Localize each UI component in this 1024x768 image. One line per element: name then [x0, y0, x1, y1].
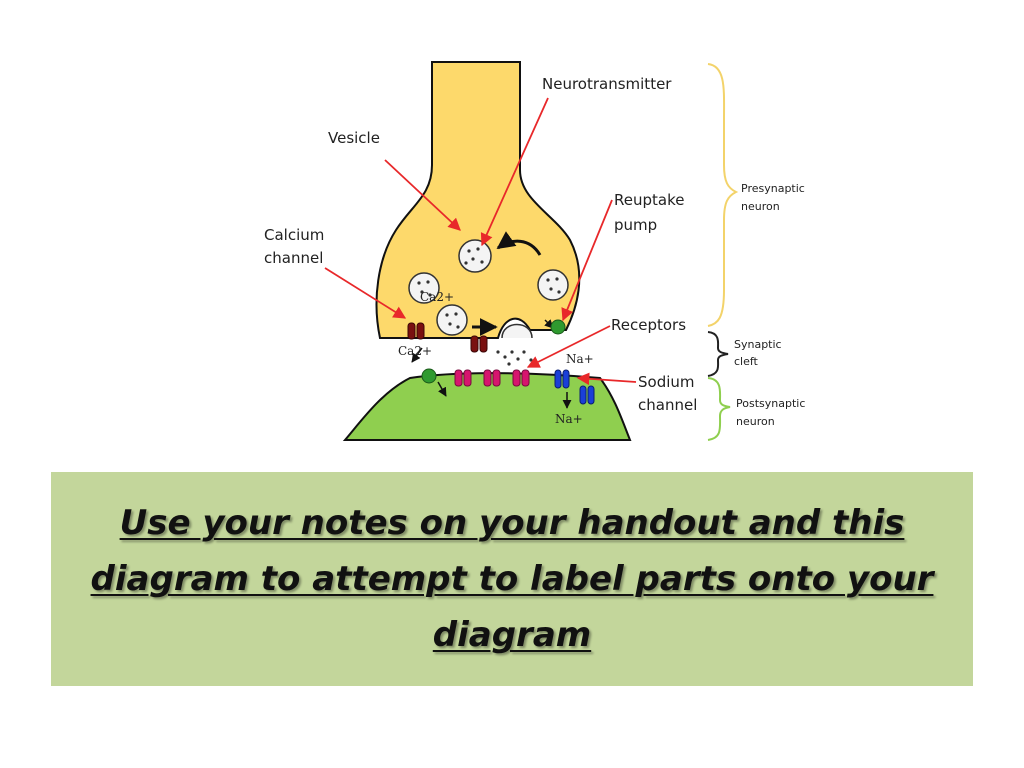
reuptake-pump — [550, 319, 566, 335]
presynaptic-label-line1: Presynaptic — [741, 182, 805, 195]
ion-flow-arrow — [437, 381, 447, 397]
sodium-ion-label: Na+ — [555, 412, 583, 426]
postsynaptic-label-line2: neuron — [736, 415, 775, 428]
neurotransmitter-label: Neurotransmitter — [542, 75, 672, 93]
vesicle — [408, 272, 440, 304]
reuptake-pump-pointer-arrow — [561, 199, 613, 322]
calcium-channel — [470, 335, 488, 353]
calcium-channel-pointer-arrow — [324, 267, 407, 319]
synapse-diagram: Ca2+ Ca2+ Na+ Na+ Neurotransmitter Vesic… — [264, 61, 805, 441]
sodium-channel-label-line2: channel — [638, 396, 697, 414]
instruction-box: Use your notes on your handout and this … — [51, 472, 973, 686]
synaptic-cleft-label-line2: cleft — [734, 355, 759, 368]
receptor — [483, 369, 501, 387]
instruction-text: Use your notes on your handout and this … — [90, 503, 934, 655]
presynaptic-terminal — [375, 61, 581, 339]
ion-flow-arrow — [411, 347, 423, 363]
receptor — [454, 369, 472, 387]
neurotransmitter-molecules — [496, 350, 533, 366]
sodium-ion-label: Na+ — [566, 352, 594, 366]
reuptake-pump-label-line1: Reuptake — [614, 191, 684, 209]
reuptake-pump-label-line2: pump — [614, 216, 657, 234]
sodium-channel — [554, 369, 570, 389]
vesicle-label: Vesicle — [328, 129, 380, 147]
postsynaptic-label-line1: Postsynaptic — [736, 397, 805, 410]
presynaptic-label-line2: neuron — [741, 200, 780, 213]
vesicle-recycle-arrow — [496, 231, 542, 256]
sodium-channel-pointer-arrow — [576, 372, 637, 386]
receptors-label: Receptors — [611, 316, 686, 334]
presynaptic-brace — [707, 63, 739, 327]
calcium-channel-label-line2: channel — [264, 249, 323, 267]
sodium-channel-label-line1: Sodium — [638, 373, 695, 391]
synaptic-cleft-brace — [707, 331, 729, 377]
calcium-channel — [407, 322, 425, 340]
vesicle-pointer-arrow — [384, 159, 461, 231]
calcium-channel-label-line1: Calcium — [264, 226, 324, 244]
receptor — [512, 369, 530, 387]
synaptic-cleft-label-line1: Synaptic — [734, 338, 782, 351]
vesicle — [436, 304, 468, 336]
sodium-channel — [579, 385, 595, 405]
calcium-ion-label: Ca2+ — [398, 344, 432, 358]
vesicle — [458, 239, 492, 273]
receptors-pointer-arrow — [526, 325, 611, 368]
postsynaptic-brace — [707, 377, 731, 441]
calcium-ion-label: Ca2+ — [420, 290, 454, 304]
neurotransmitter-pointer-arrow — [480, 97, 549, 247]
reuptake-pump — [421, 368, 437, 384]
fusing-vesicle — [501, 323, 533, 339]
vesicle — [537, 269, 569, 301]
